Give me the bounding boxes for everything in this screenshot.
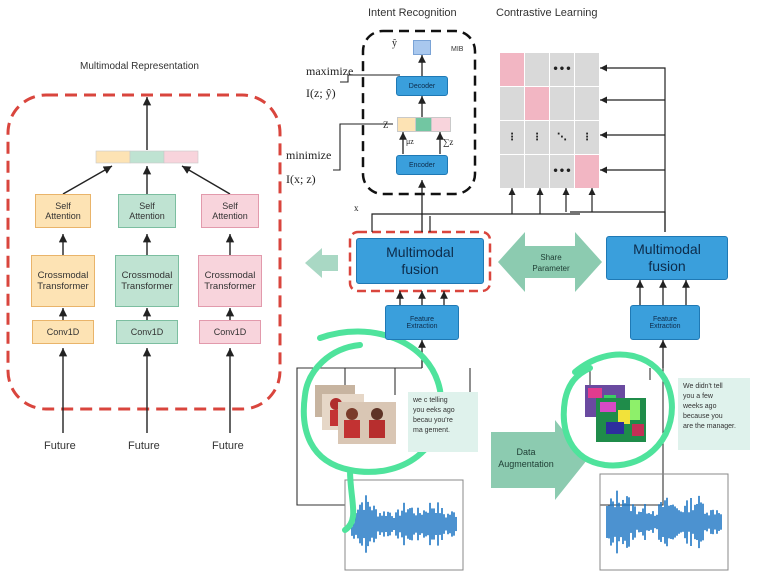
concat-bar-orange <box>95 150 131 164</box>
maximize-term: I(z; ŷ) <box>306 86 336 100</box>
y-hat-label: ŷ <box>392 38 397 49</box>
y-hat-output <box>413 40 431 55</box>
encoder-box: Encoder <box>396 155 448 175</box>
conv1d-box: Conv1D <box>199 320 261 344</box>
grid-cell <box>575 53 599 86</box>
grid-cell-positive <box>575 155 599 188</box>
crossmodal-transformer-box: Crossmodal Transformer <box>198 255 262 307</box>
grid-cell: ••• <box>550 53 574 86</box>
conv1d-box: Conv1D <box>32 320 94 344</box>
grid-dots-vertical: ⋮ <box>507 132 517 143</box>
grid-cell <box>550 87 574 120</box>
multimodal-representation-frame <box>6 93 282 411</box>
mu-z-label: μz <box>406 137 414 146</box>
crossmodal-transformer-box: Crossmodal Transformer <box>31 255 95 307</box>
future-input-label: Future <box>128 440 160 452</box>
audio-right-frame <box>599 473 729 571</box>
multimodal-fusion-right: Multimodal fusion <box>606 236 728 280</box>
crossmodal-transformer-box: Crossmodal Transformer <box>115 255 179 307</box>
audio-waveform-right <box>606 490 722 554</box>
maximize-label: maximize <box>306 64 354 78</box>
decoder-box: Decoder <box>396 76 448 96</box>
grid-dots-diagonal: ⋱ <box>557 132 567 143</box>
multimodal-fusion-left: Multimodal fusion <box>356 238 484 284</box>
title-multimodal-representation: Multimodal Representation <box>80 61 199 72</box>
z-vector-orange <box>397 117 417 132</box>
grid-cell: ⋱ <box>550 121 574 154</box>
future-input-label: Future <box>44 440 76 452</box>
grid-cell <box>500 155 524 188</box>
audio-waveform-left <box>351 495 457 553</box>
grid-cell-positive <box>525 87 549 120</box>
concat-bar-pink <box>163 150 199 164</box>
conv1d-box: Conv1D <box>116 320 178 344</box>
minimize-label: minimize <box>286 148 332 162</box>
text-input-right: We didn't tell you a few weeks ago becau… <box>678 378 750 450</box>
concat-bar-green <box>129 150 165 164</box>
contrastive-grid: ••• ⋮ ⋮ ⋱ ⋮ ••• <box>500 53 600 189</box>
minimize-term: I(x; z) <box>286 172 316 186</box>
highlight-right <box>560 351 675 469</box>
grid-cell: ⋮ <box>575 121 599 154</box>
grid-dots-horizontal: ••• <box>552 166 572 177</box>
self-attention-box: Self Attention <box>201 194 259 228</box>
grid-cell <box>525 53 549 86</box>
mib-frame <box>361 29 477 196</box>
data-augmentation-arrow <box>491 420 587 500</box>
feature-extraction-left: Feature Extraction <box>385 305 459 340</box>
grid-cell <box>525 155 549 188</box>
grid-cell: ⋮ <box>500 121 524 154</box>
grid-cell <box>575 87 599 120</box>
share-parameter-arrow <box>498 232 602 292</box>
mib-label: MIB <box>451 46 464 53</box>
z-vector-pink <box>431 117 451 132</box>
self-attention-box: Self Attention <box>118 194 176 228</box>
grid-dots-vertical: ⋮ <box>532 132 542 143</box>
z-label: Z <box>383 120 389 130</box>
future-input-label: Future <box>212 440 244 452</box>
self-attention-box: Self Attention <box>35 194 91 228</box>
output-arrow <box>305 248 338 278</box>
grid-cell <box>500 87 524 120</box>
text-input-left: we c telling you eeks ago becau you're m… <box>408 392 478 452</box>
x-label: x <box>354 203 359 213</box>
highlight-left <box>300 328 445 533</box>
title-intent-recognition: Intent Recognition <box>368 7 457 19</box>
share-parameter-label: Share Parameter <box>532 253 570 273</box>
audio-left-frame <box>344 479 464 571</box>
grid-cell: ••• <box>550 155 574 188</box>
grid-cell: ⋮ <box>525 121 549 154</box>
grid-cell-positive <box>500 53 524 86</box>
data-augmentation-label: Data Augmentation <box>498 447 554 469</box>
grid-dots-horizontal: ••• <box>552 64 572 75</box>
title-contrastive-learning: Contrastive Learning <box>496 7 598 19</box>
sigma-z-label: ∑z <box>443 137 454 147</box>
grid-dots-vertical: ⋮ <box>582 132 592 143</box>
feature-extraction-right: Feature Extraction <box>630 305 700 340</box>
